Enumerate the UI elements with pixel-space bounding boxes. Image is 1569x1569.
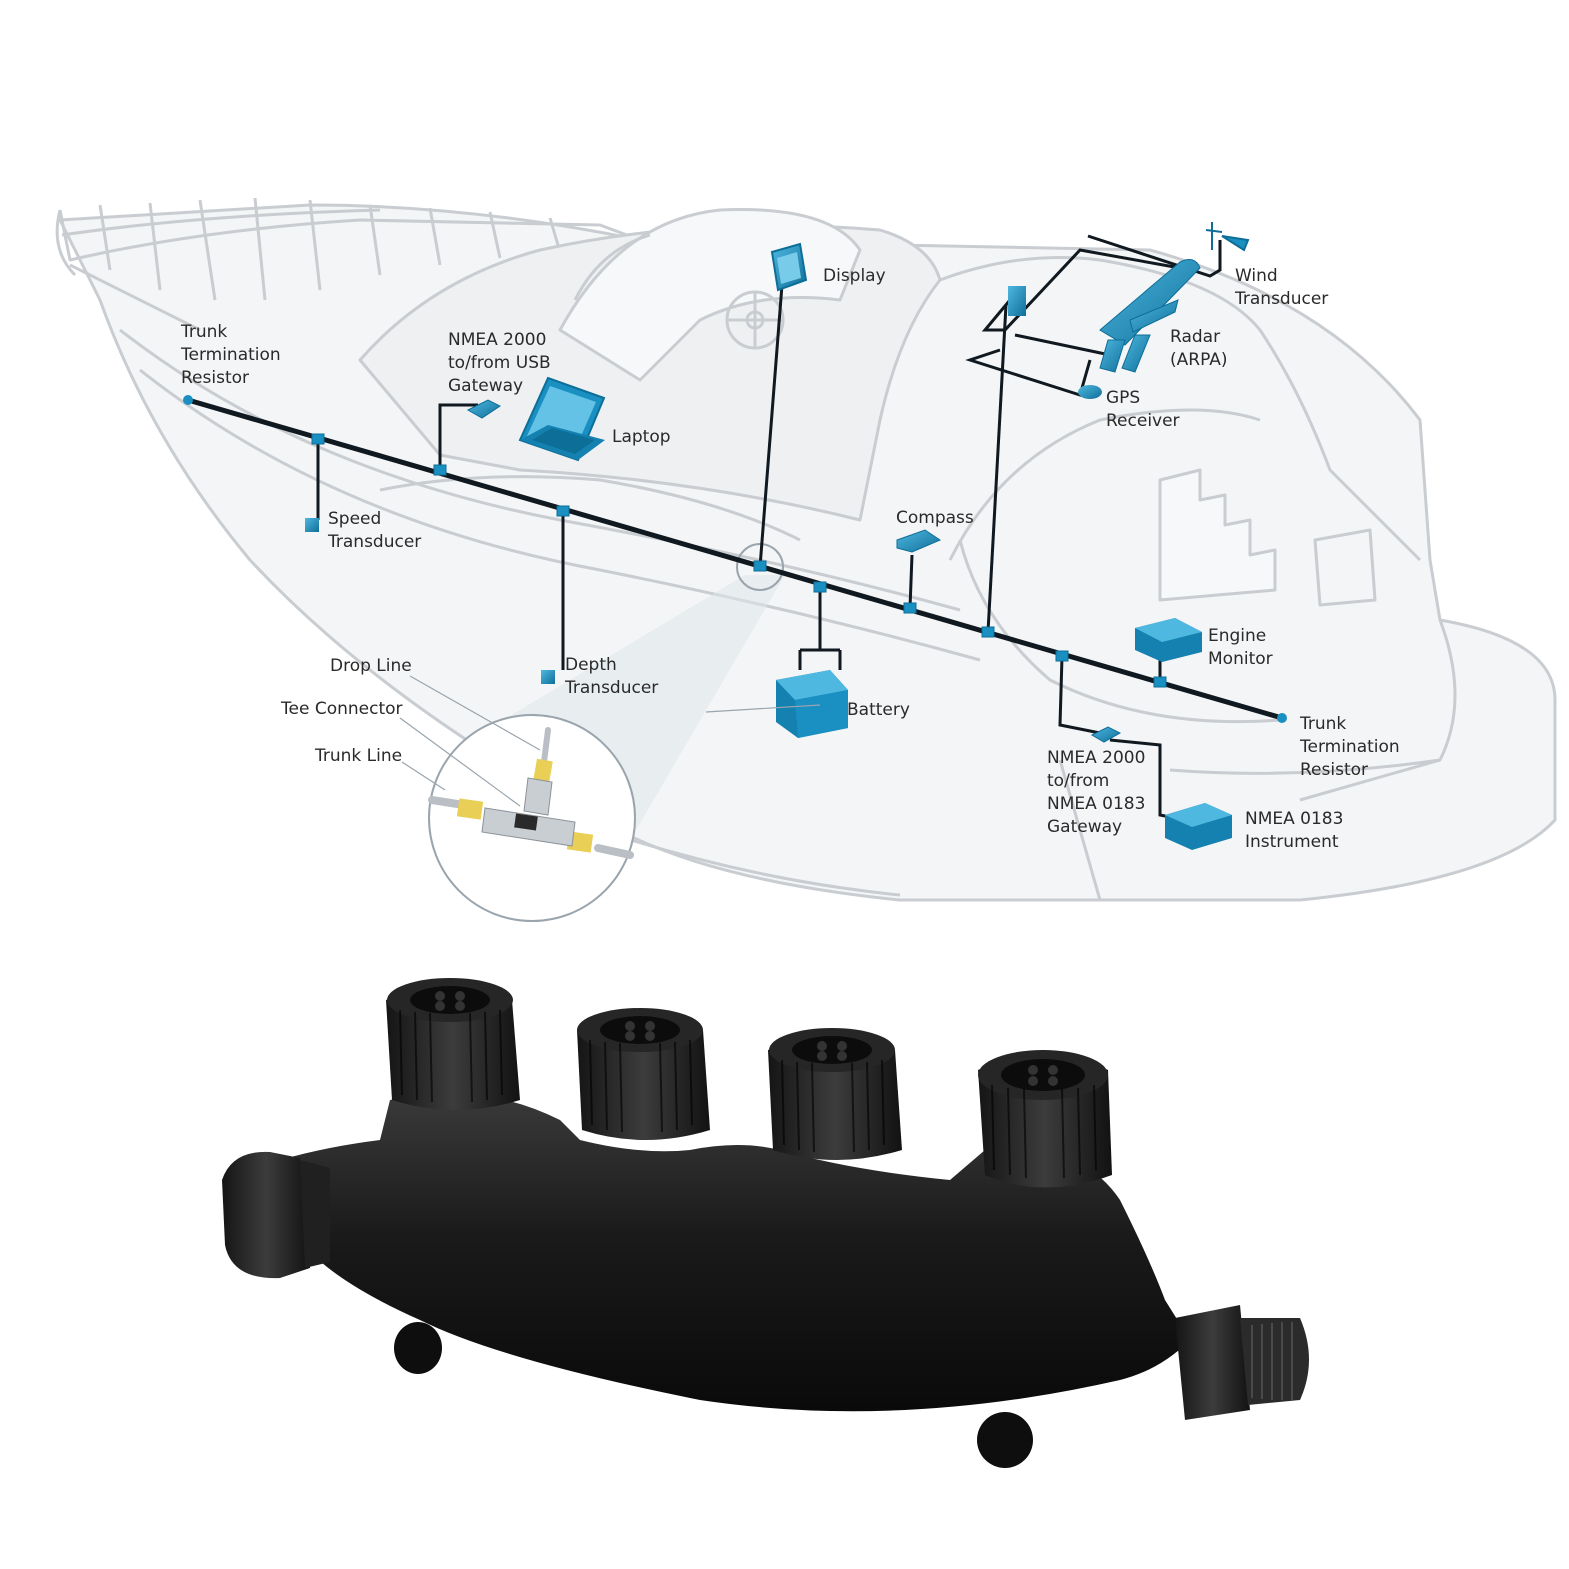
boat-outline [55, 197, 1557, 902]
label-gps-receiver: GPS Receiver [1106, 387, 1180, 433]
label-radar: Radar (ARPA) [1170, 326, 1228, 372]
label-line: Gateway [1047, 817, 1123, 837]
engine-monitor-icon [1135, 618, 1202, 662]
label-line: Gateway [448, 376, 524, 396]
label-depth-transducer: Depth Transducer [565, 654, 658, 700]
display-icon [770, 242, 808, 292]
label-line: NMEA 2000 [448, 330, 547, 350]
label-line: Resistor [1300, 760, 1368, 780]
label-engine-monitor: Engine Monitor [1208, 625, 1273, 671]
wind-vane-icon [1205, 222, 1250, 252]
trunk-tees [311, 433, 1167, 688]
label-line: Depth [565, 655, 617, 675]
label-line: Compass [896, 508, 974, 528]
gps-dome-icon [1078, 385, 1102, 399]
label-trunk-termination-left: Trunk Termination Resistor [181, 321, 281, 390]
termination-resistor-right [1277, 713, 1287, 723]
label-usb-gateway: NMEA 2000 to/from USB Gateway [448, 329, 551, 398]
compass-box-icon [896, 529, 942, 553]
label-display: Display [823, 265, 886, 288]
label-line: Receiver [1106, 411, 1180, 431]
label-n0183-instrument: NMEA 0183 Instrument [1245, 808, 1343, 854]
label-n0183-gateway: NMEA 2000 to/from NMEA 0183 Gateway [1047, 747, 1145, 839]
multi-port-tee-connector [222, 978, 1309, 1468]
label-line: Trunk [181, 322, 228, 342]
battery-icon [776, 670, 848, 738]
label-tee-connector: Tee Connector [281, 698, 403, 721]
label-line: Monitor [1208, 649, 1273, 669]
usb-gateway-icon [466, 399, 501, 419]
label-line: Display [823, 266, 886, 286]
tee-connector-callout [428, 714, 636, 922]
label-line: NMEA 0183 [1047, 794, 1146, 814]
label-line: Trunk Line [315, 746, 403, 766]
label-line: NMEA 0183 [1245, 809, 1344, 829]
instrument-box-icon [1165, 803, 1232, 850]
label-line: Radar [1170, 327, 1221, 347]
label-line: Drop Line [330, 656, 412, 676]
label-line: to/from [1047, 771, 1110, 791]
label-line: Instrument [1245, 832, 1339, 852]
label-line: Transducer [565, 678, 659, 698]
label-line: Termination [1300, 737, 1400, 757]
label-line: NMEA 2000 [1047, 748, 1146, 768]
label-line: Speed [328, 509, 382, 529]
label-trunk-termination-right: Trunk Termination Resistor [1300, 713, 1400, 782]
label-speed-transducer: Speed Transducer [328, 508, 421, 554]
n0183-gateway-icon [1090, 726, 1122, 743]
speed-transducer-icon [305, 518, 319, 532]
depth-transducer-icon [541, 670, 555, 684]
label-line: Battery [847, 700, 910, 720]
laptop-icon [518, 376, 606, 462]
drop-lines [316, 234, 1222, 820]
label-line: Tee Connector [281, 699, 403, 719]
label-compass: Compass [896, 507, 974, 530]
zoom-origin-circle [736, 543, 784, 591]
label-line: (ARPA) [1170, 350, 1228, 370]
label-line: GPS [1106, 388, 1141, 408]
label-line: Trunk [1300, 714, 1347, 734]
label-line: Transducer [328, 532, 422, 552]
label-line: Termination [181, 345, 281, 365]
label-line: Engine [1208, 626, 1267, 646]
label-wind-transducer: Wind Transducer [1235, 265, 1328, 311]
label-trunk-line: Trunk Line [315, 745, 402, 768]
label-line: Transducer [1235, 289, 1329, 309]
label-laptop: Laptop [612, 426, 671, 449]
termination-resistor-left [183, 395, 193, 405]
label-line: Laptop [612, 427, 671, 447]
label-battery: Battery [847, 699, 910, 722]
radar-icon [1099, 259, 1201, 373]
label-line: Wind [1235, 266, 1278, 286]
label-line: to/from USB [448, 353, 551, 373]
label-drop-line: Drop Line [330, 655, 412, 678]
callout-leaders [399, 675, 821, 807]
label-line: Resistor [181, 368, 249, 388]
port-cap-4 [978, 1050, 1112, 1188]
radar-mast-gateway-icon [1008, 286, 1026, 316]
